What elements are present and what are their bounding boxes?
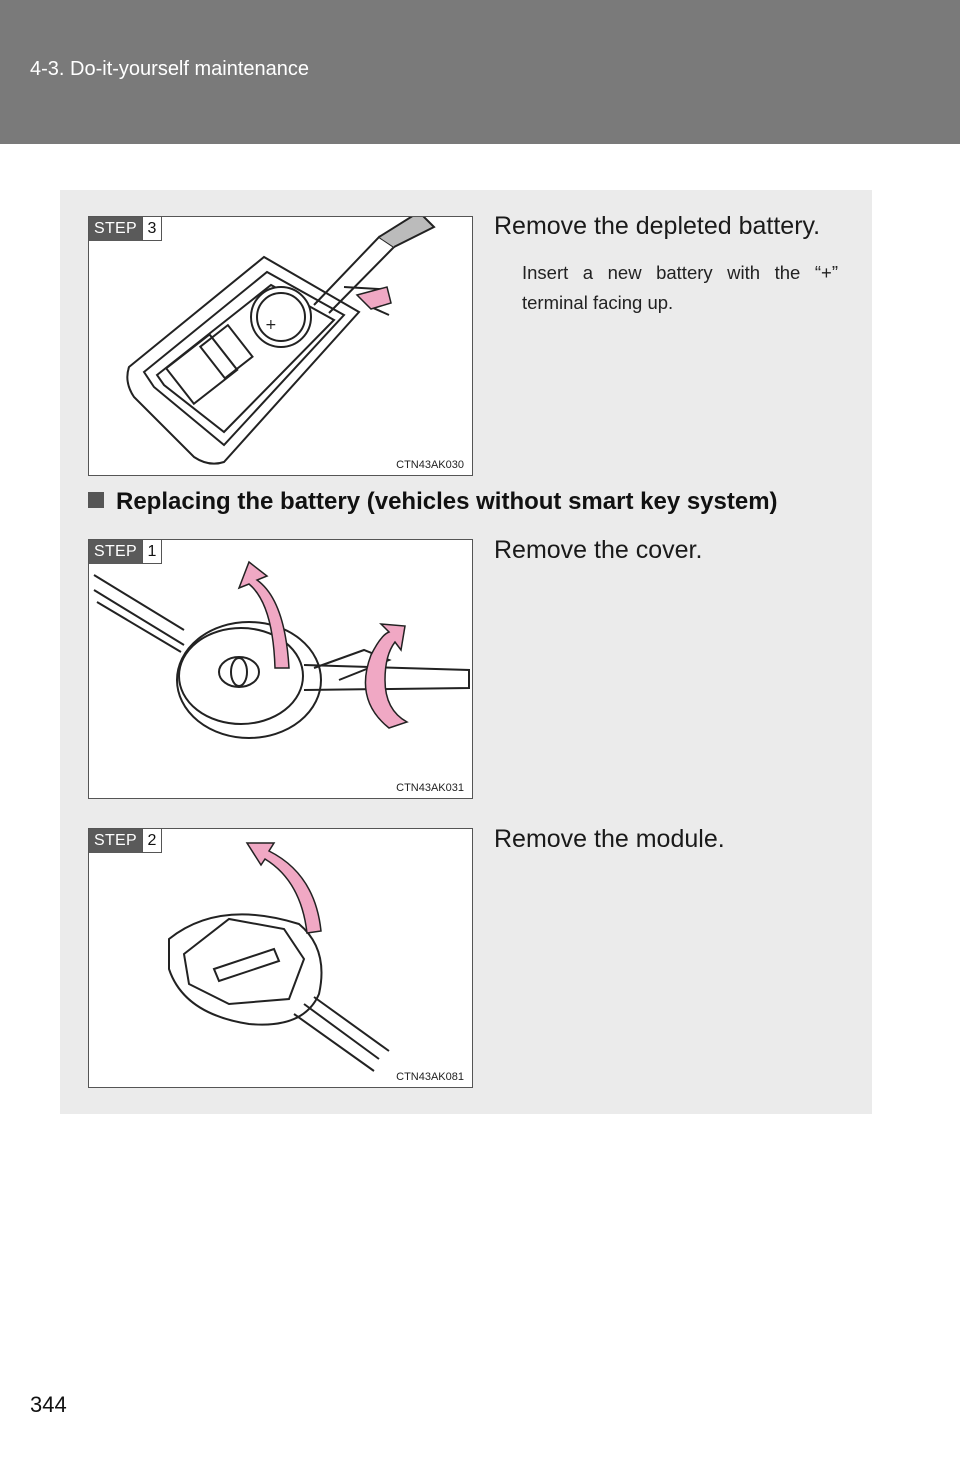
page-number: 344 xyxy=(30,1392,67,1417)
page-header: 4-3. Do-it-yourself maintenance xyxy=(0,0,960,144)
instruction-step-1: Remove the cover. xyxy=(494,536,703,564)
step-label: STEP xyxy=(89,829,142,853)
figure-step-1: STEP 1 CTN43AK031 xyxy=(88,539,473,799)
step-badge: STEP 2 xyxy=(89,829,162,853)
battery-note: Insert a new battery with the “+” termin… xyxy=(522,262,838,313)
step-number: 1 xyxy=(142,540,162,564)
figure-code: CTN43AK081 xyxy=(396,1071,464,1083)
step-badge: STEP 1 xyxy=(89,540,162,564)
key-cover-illustration xyxy=(93,560,470,739)
step-label: STEP xyxy=(89,217,142,241)
section-heading: Replacing the battery (vehicles without … xyxy=(88,488,778,516)
step-badge: STEP 3 xyxy=(89,217,162,241)
section-title: 4-3. Do-it-yourself maintenance xyxy=(30,58,310,80)
section-heading-text: Replacing the battery (vehicles without … xyxy=(116,488,778,515)
step-number: 2 xyxy=(142,829,162,853)
figure-code: CTN43AK030 xyxy=(396,459,464,471)
figure-step-2: STEP 2 CTN43AK081 xyxy=(88,828,473,1088)
instruction-step-3: Remove the depleted battery. xyxy=(494,212,821,240)
key-module-illustration xyxy=(168,842,390,1072)
instruction-step-2: Remove the module. xyxy=(494,825,725,853)
heading-bullet-icon xyxy=(88,492,104,508)
figure-code: CTN43AK031 xyxy=(396,782,464,794)
svg-text:+: + xyxy=(265,317,277,333)
key-battery-illustration: + xyxy=(126,217,436,465)
step-number: 3 xyxy=(142,217,162,241)
step-label: STEP xyxy=(89,540,142,564)
figure-step-3: + STEP 3 CTN43AK030 xyxy=(88,216,473,476)
